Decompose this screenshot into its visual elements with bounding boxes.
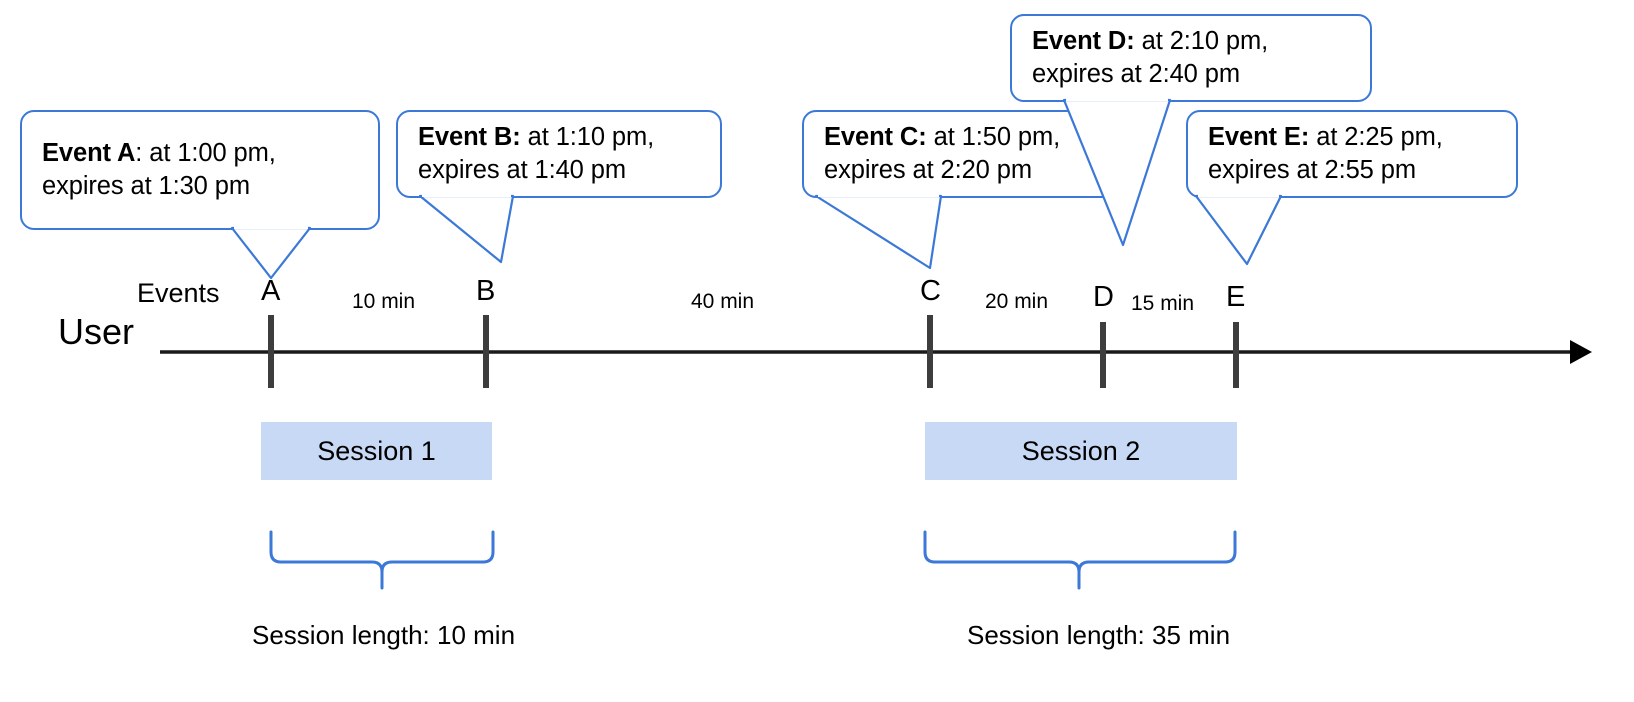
callout-tail-d: [1062, 98, 1172, 247]
callout-event-d-line1: at 2:10 pm,: [1141, 26, 1269, 55]
callout-event-d-title: Event D:: [1032, 26, 1135, 55]
callout-event-a-sep: :: [135, 138, 150, 167]
callout-event-e: Event E: at 2:25 pm, expires at 2:55 pm: [1186, 110, 1518, 198]
brace-session-2: [923, 530, 1237, 590]
tick-label-a: A: [261, 275, 281, 307]
callout-tail-c: [814, 194, 943, 270]
tick-label-b: B: [476, 275, 496, 307]
callout-event-e-line1: at 2:25 pm,: [1316, 122, 1443, 151]
callout-event-b-line2: expires at 1:40 pm: [418, 156, 626, 184]
tick-label-d: D: [1093, 281, 1114, 313]
interval-label-b-c: 40 min: [691, 290, 755, 313]
tail-mask: [234, 92, 1279, 229]
callout-event-d-line2: expires at 2:40 pm: [1032, 60, 1240, 88]
callout-tail-e: [1194, 194, 1283, 266]
callout-event-d-text: Event D: at 2:10 pm, expires at 2:40 pm: [1032, 25, 1356, 91]
tick-label-e: E: [1226, 281, 1246, 313]
interval-label-d-e: 15 min: [1131, 292, 1195, 315]
callout-event-a-line2: expires at 1:30 pm: [42, 172, 250, 200]
timeline-axis: [160, 340, 1592, 364]
callout-event-b-title: Event B:: [418, 122, 521, 151]
session-block-2: Session 2: [925, 422, 1237, 480]
callout-event-d: Event D: at 2:10 pm, expires at 2:40 pm: [1010, 14, 1372, 102]
callout-event-a-text: Event A: at 1:00 pm, expires at 1:30 pm: [42, 137, 364, 203]
callout-event-c: Event C: at 1:50 pm, expires at 2:20 pm: [802, 110, 1134, 198]
session-block-1: Session 1: [261, 422, 492, 480]
brace-session-1: [269, 530, 495, 590]
callout-event-e-title: Event E:: [1208, 122, 1310, 151]
callout-event-e-line2: expires at 2:55 pm: [1208, 156, 1416, 184]
axis-series-label-events: Events: [137, 278, 220, 308]
callout-event-e-text: Event E: at 2:25 pm, expires at 2:55 pm: [1208, 121, 1502, 187]
callout-event-c-line2: expires at 2:20 pm: [824, 156, 1032, 184]
callout-event-c-title: Event C:: [824, 122, 927, 151]
session-block-2-label: Session 2: [1021, 435, 1141, 466]
interval-label-a-b: 10 min: [352, 290, 416, 313]
callout-event-a-title: Event A: [42, 138, 136, 167]
callout-tails: [230, 98, 1283, 280]
tick-label-c: C: [920, 275, 941, 307]
axis-row-label-user: User: [58, 311, 135, 352]
callout-event-b-text: Event B: at 1:10 pm, expires at 1:40 pm: [418, 121, 706, 187]
session-braces: [269, 530, 1237, 590]
interval-label-c-d: 20 min: [985, 290, 1049, 313]
callout-event-c-text: Event C: at 1:50 pm, expires at 2:20 pm: [824, 121, 1118, 187]
event-ticks: [268, 315, 1239, 388]
callout-event-b-line1: at 1:10 pm,: [527, 122, 655, 151]
callout-tail-b: [418, 194, 515, 264]
callout-tail-a: [230, 226, 312, 280]
callout-event-a-line1: at 1:00 pm,: [149, 138, 276, 167]
session-length-label-2: Session length: 35 min: [967, 620, 1231, 650]
callout-event-b: Event B: at 1:10 pm, expires at 1:40 pm: [396, 110, 722, 198]
axis-arrowhead: [1570, 340, 1592, 364]
session-length-label-1: Session length: 10 min: [252, 620, 516, 650]
callout-event-a: Event A: at 1:00 pm, expires at 1:30 pm: [20, 110, 380, 230]
callout-event-c-line1: at 1:50 pm,: [933, 122, 1061, 151]
session-block-1-label: Session 1: [317, 435, 436, 466]
